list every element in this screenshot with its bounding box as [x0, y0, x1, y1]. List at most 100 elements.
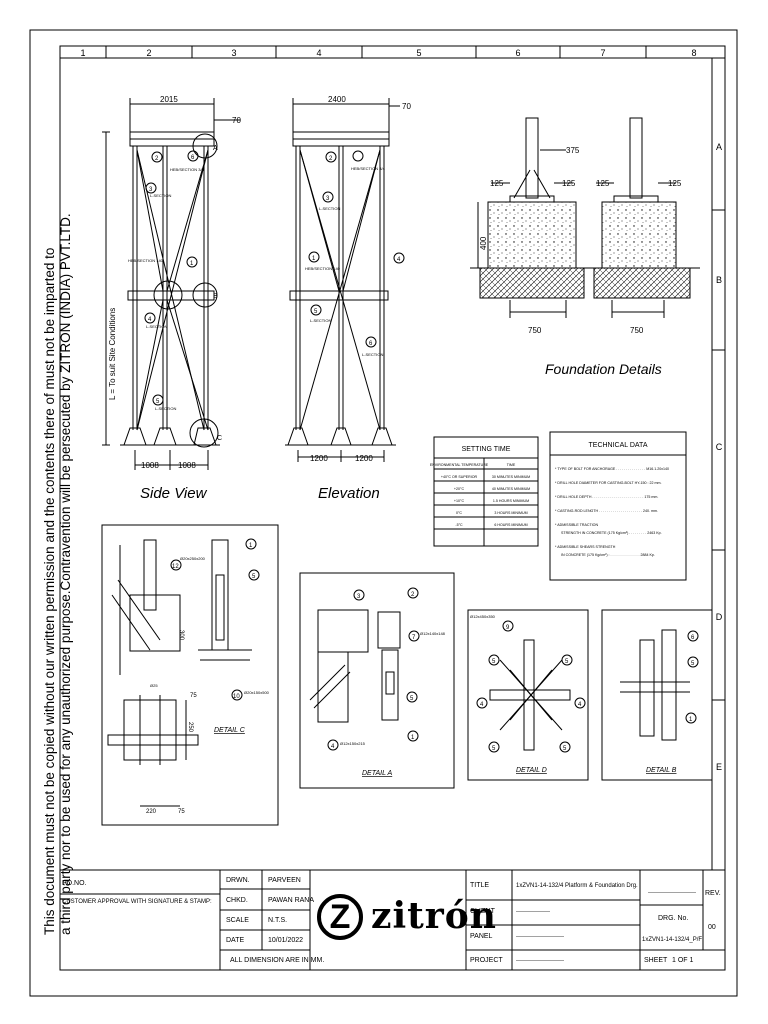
technical-data-item: * ADMISSIBLE SHEARS STRENGTH	[555, 545, 616, 549]
project-value: ------------------------	[516, 958, 564, 964]
detail-c-dim-75-b: 75	[178, 809, 185, 815]
detail-d	[467, 609, 589, 781]
technical-data-item: * DRILL HOLE DIAMETER FOR CASTING-BOLT H…	[555, 481, 661, 485]
drawn-label: DRWN.	[226, 877, 250, 884]
grid-col-4: 4	[316, 48, 321, 58]
setting-time-row-temp: +40°C OR SUPERIOR	[441, 475, 478, 479]
setting-time-row-time: 1.5 HOURS MINIMUM	[493, 499, 529, 503]
detail-c-callout-10: 10	[233, 694, 240, 700]
detail-c-note-plate: Ø20x250x200	[180, 556, 206, 561]
notice-line-1: This document must not be copied without…	[42, 247, 57, 935]
sheet-value: 1 OF 1	[672, 957, 694, 964]
drg-no-value: 1xZVN1-14-132/4_P/F	[642, 937, 703, 943]
column-grid	[105, 46, 725, 701]
detail-c-callout-5: 5	[252, 574, 256, 580]
elevation-callout-4: 4	[397, 257, 401, 263]
elevation-callout-3: 3	[326, 196, 330, 202]
side-view-dim-left: 1008	[141, 461, 159, 470]
elevation-callout-6: 6	[369, 341, 373, 347]
side-view-dim-right: 1008	[178, 461, 196, 470]
detail-d-callout-4b: 4	[578, 702, 582, 708]
checked-label: CHKD.	[226, 897, 248, 904]
title-label: TITLE	[470, 882, 490, 889]
detail-c-dim-75-a: 75	[190, 693, 197, 699]
detail-mark-c: C	[217, 435, 222, 442]
setting-time-row-time: 30 MINUTES MINIMUM	[492, 475, 530, 479]
side-view	[102, 98, 240, 470]
side-view-note-4: L-SECTION	[146, 324, 167, 329]
blank-field: ------------------------	[648, 890, 696, 896]
scale-label: SCALE	[226, 917, 249, 924]
setting-time-row-time: 3 HOURS MINIMUM	[494, 511, 527, 515]
setting-time-row-time: 40 MINUTES MINIMUM	[492, 487, 530, 491]
elevation-note-5: L-SECTION	[362, 352, 383, 357]
technical-data-item: * ADMISSIBLE TRACTION	[555, 523, 598, 527]
setting-time-table	[433, 436, 539, 547]
detail-c-note-anchor: Ø20x150x500	[244, 690, 270, 695]
panel-label: PANEL	[470, 933, 493, 940]
elevation-view	[285, 98, 405, 462]
customer-approval-label: CUSTOMER APPROVAL WITH SIGNATURE & STAMP…	[62, 899, 212, 905]
panel-value: ------------------------	[516, 934, 564, 940]
foundation-dim-125-d: 125	[668, 179, 682, 188]
detail-d-callout-4a: 4	[480, 702, 484, 708]
setting-time-title: SETTING TIME	[462, 446, 511, 453]
title-block-frame	[60, 869, 725, 970]
technical-data-item: * CASTING-ROD LENGTH . . . . . . . . . .…	[555, 509, 658, 513]
detail-a-title: DETAIL A	[362, 770, 393, 777]
side-view-width: 2015	[160, 95, 178, 104]
detail-b-callout-1: 1	[689, 717, 693, 723]
setting-time-header-time: TIME	[507, 463, 516, 467]
grid-col-3: 3	[231, 48, 236, 58]
elevation-note-4: L-SECTION	[310, 318, 331, 323]
confidentiality-notice: This document must not be copied without…	[22, 213, 73, 935]
date-value: 10/01/2022	[268, 937, 304, 944]
setting-time-row-temp: +10°C	[454, 499, 465, 503]
detail-a-callout-2: 2	[411, 592, 415, 598]
foundation-dim-375: 375	[566, 146, 580, 155]
setting-time-row-temp: -5°C	[455, 523, 463, 527]
drg-no-label: DRG. No.	[658, 915, 689, 922]
grid-col-7: 7	[600, 48, 605, 58]
side-view-callout-6: 6	[191, 155, 195, 161]
elevation-offset: 70	[402, 102, 411, 111]
elevation-title: Elevation	[318, 485, 380, 502]
elevation-note-2: HEB/SECTION 3/4	[351, 166, 386, 171]
grid-col-6: 6	[515, 48, 520, 58]
detail-a-callout-3: 3	[357, 594, 361, 600]
detail-c-dim-220: 220	[146, 809, 157, 815]
side-view-note-3: L-SECTION	[150, 193, 171, 198]
scale-value: N.T.S.	[268, 917, 288, 924]
detail-d-note: Ø12x450x350	[470, 614, 496, 619]
detail-a-callout-1: 1	[411, 735, 415, 741]
detail-d-callout-9: 9	[506, 625, 510, 631]
detail-d-callout-5b: 5	[565, 659, 569, 665]
grid-col-2: 2	[146, 48, 151, 58]
grid-col-1: 1	[80, 48, 85, 58]
foundation-dim-400: 400	[479, 236, 488, 250]
foundation-dim-750-b: 750	[630, 326, 644, 335]
sheet-label: SHEET	[644, 957, 668, 964]
date-label: DATE	[226, 937, 245, 944]
technical-data-item: * DRILL HOLE DEPTH . . . . . . . . . . .…	[555, 495, 658, 499]
detail-d-title: DETAIL D	[516, 767, 547, 774]
foundation-dim-750-a: 750	[528, 326, 542, 335]
detail-d-callout-5d: 5	[563, 746, 567, 752]
detail-c-callout-1: 1	[249, 543, 253, 549]
side-view-callout-5: 5	[156, 399, 160, 405]
grid-col-5: 5	[416, 48, 421, 58]
elevation-callout-2: 2	[329, 156, 333, 162]
side-view-callout-3: 3	[149, 187, 153, 193]
side-view-title: Side View	[140, 485, 208, 502]
detail-a-callout-7: 7	[412, 635, 416, 641]
detail-b-title: DETAIL B	[646, 767, 677, 774]
detail-d-callout-5c: 5	[492, 746, 496, 752]
setting-time-row-temp: 0°C	[456, 511, 462, 515]
drawn-value: PARVEEN	[268, 877, 301, 884]
detail-d-callout-5a: 5	[492, 659, 496, 665]
elevation-note-1: HEB/SECTION 140	[305, 266, 341, 271]
foundation-dim-125-c: 125	[596, 179, 610, 188]
project-label: PROJECT	[470, 957, 503, 964]
grid-col-8: 8	[691, 48, 696, 58]
